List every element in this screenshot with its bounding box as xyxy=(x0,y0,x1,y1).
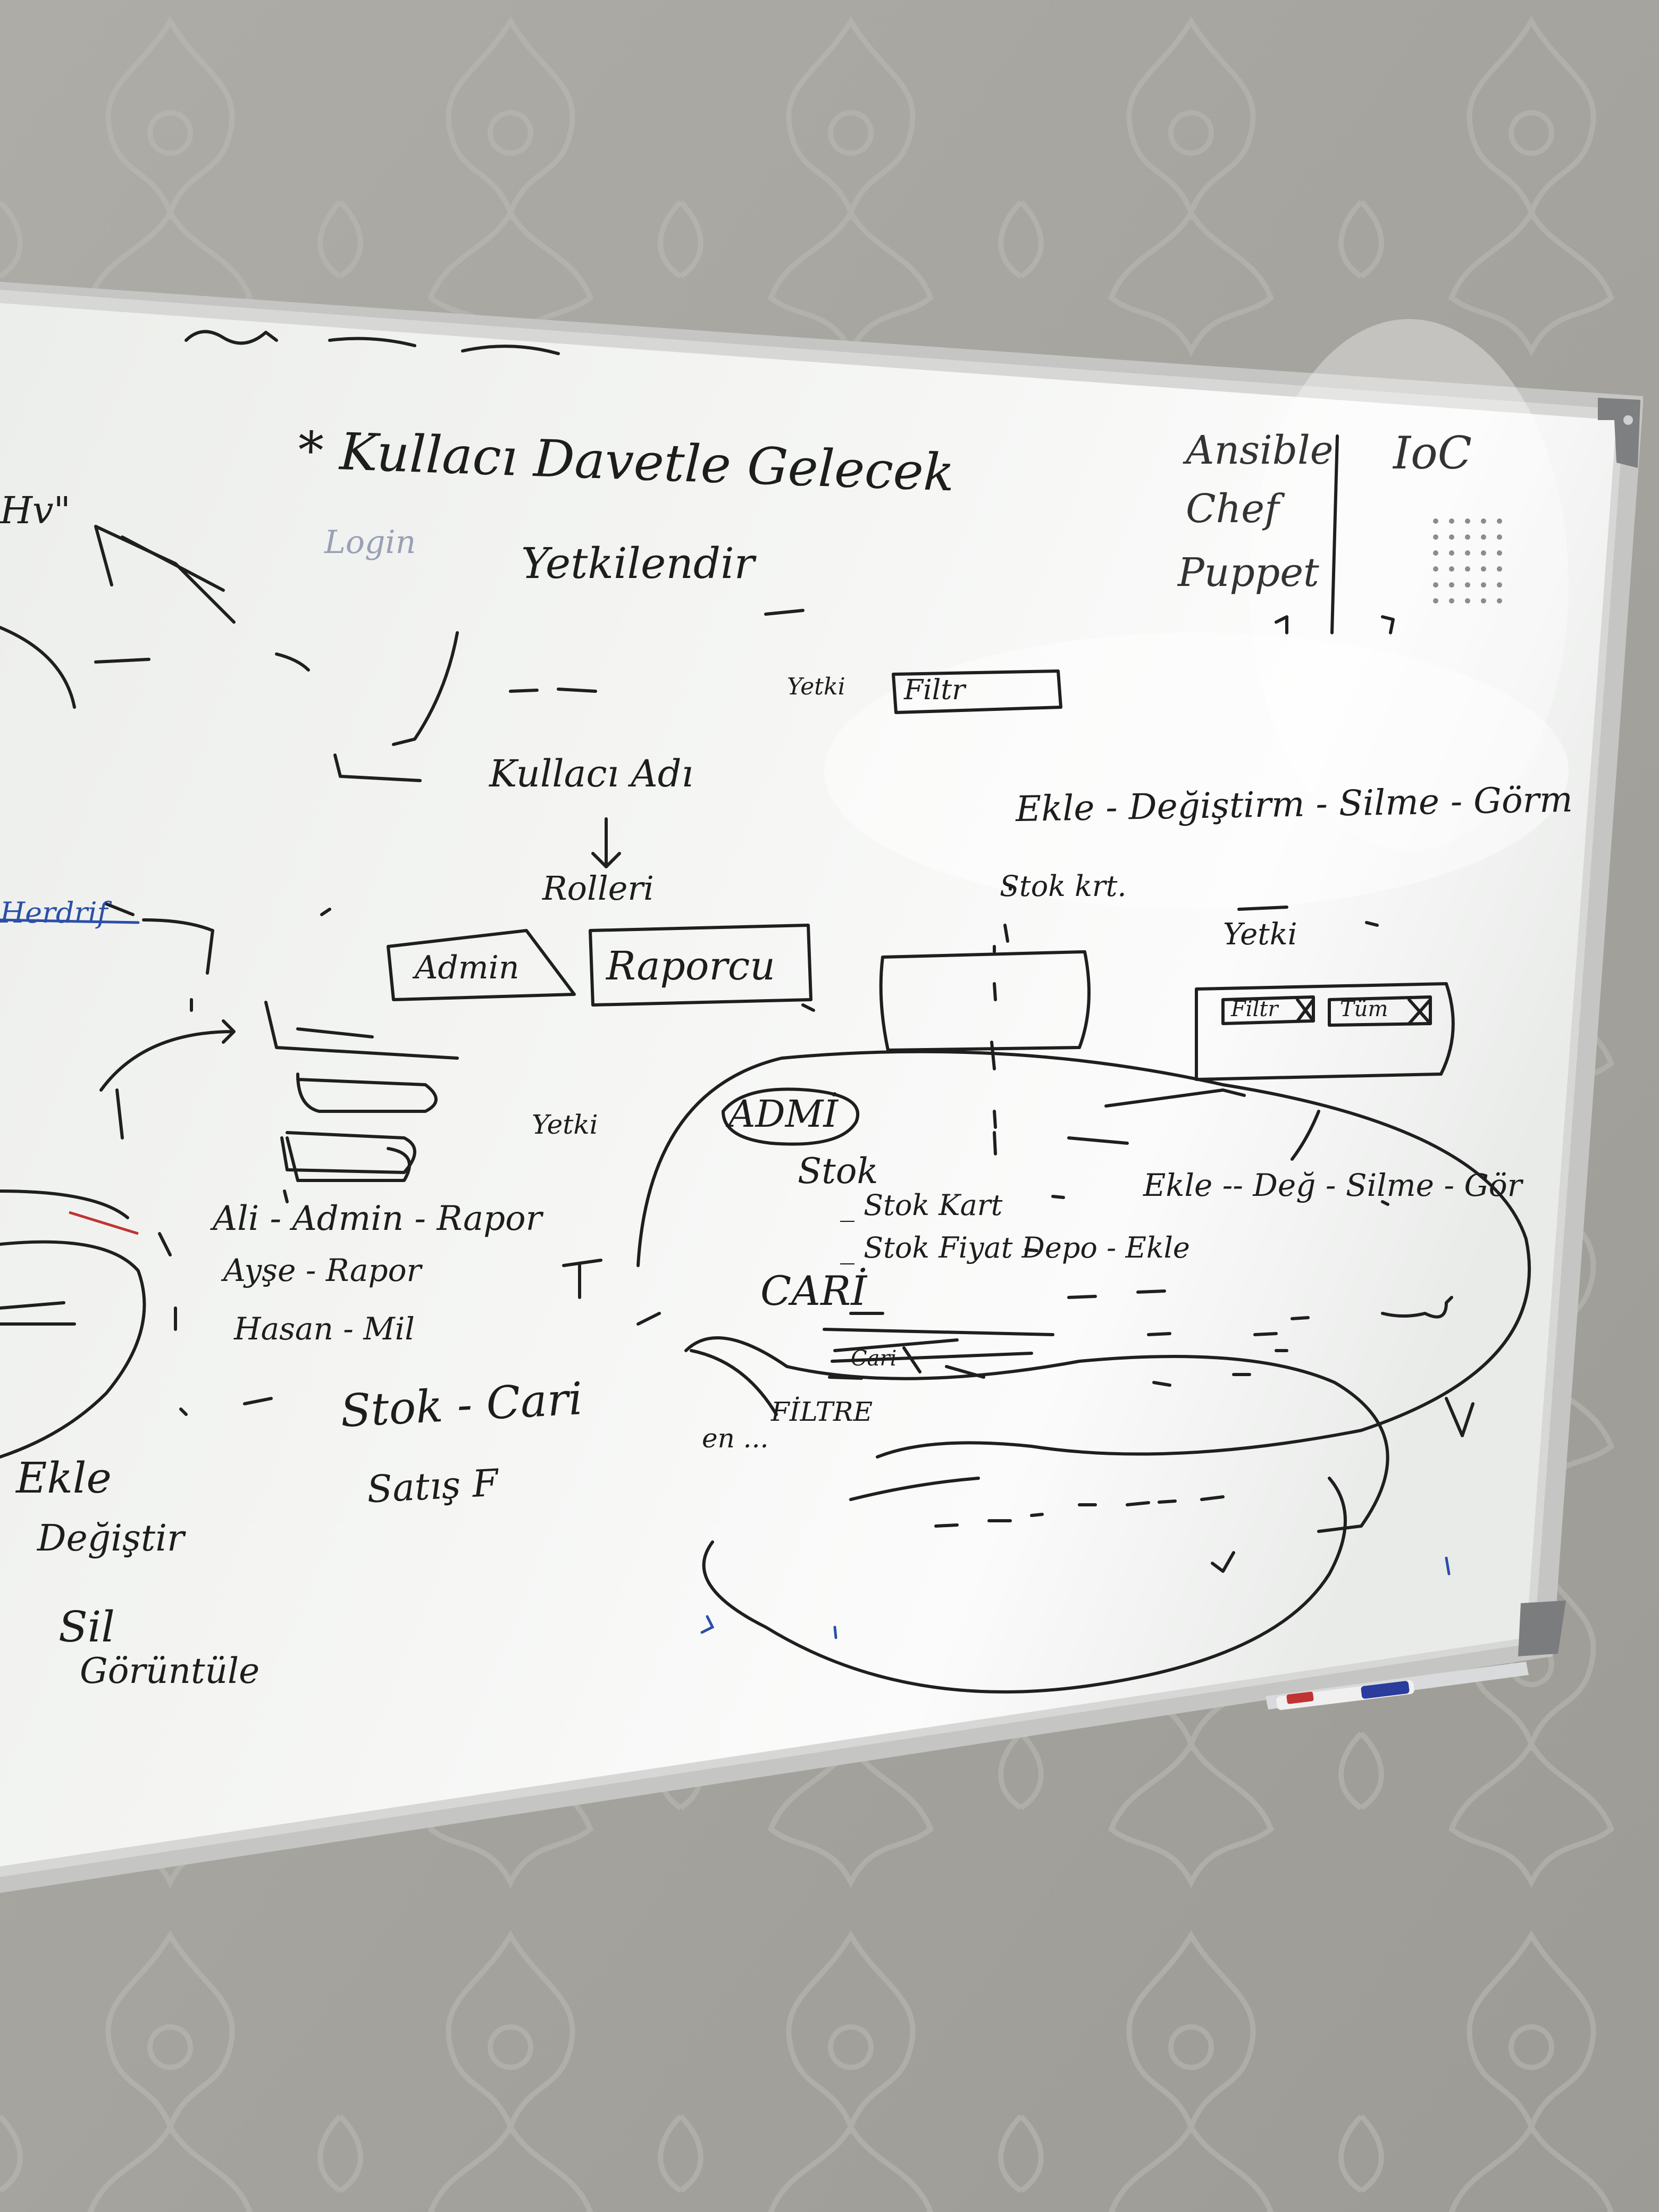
frame-corner-cap xyxy=(1518,1601,1566,1656)
stok-kart-text: _ Stok Kart xyxy=(840,1188,1003,1222)
cari-line-text: Cari xyxy=(851,1346,897,1371)
yetki-label-top: Yetki xyxy=(787,673,845,700)
stok-fiyat-text: _ Stok Fiyat Depo - Ekle xyxy=(840,1231,1190,1264)
admin-circle-text: ADMİ xyxy=(728,1092,839,1136)
left-blue-text: Herdrif xyxy=(0,896,108,929)
role-line-1: Ali - Admin - Rapor xyxy=(213,1199,542,1238)
actions-line-text: Ekle - Değiştirm - Silme - Görm xyxy=(1015,778,1573,830)
left-list-goruntule: Görüntüle xyxy=(80,1650,260,1691)
left-list-degistir: Değiştir xyxy=(37,1518,185,1560)
admin-box-label: Admin xyxy=(415,949,520,986)
yetki-right-text: Yetki xyxy=(1223,917,1297,952)
tool-ansible: Ansible xyxy=(1186,428,1334,473)
en-line-text: en ... xyxy=(702,1423,769,1454)
tum-tag-label: Tüm xyxy=(1340,997,1388,1021)
whiteboard-marker xyxy=(1276,1680,1414,1710)
ioc-dot-grid xyxy=(1433,518,1502,604)
yetki-mid-text: Yetki xyxy=(532,1109,598,1140)
stok-kriteri-text: Stok krt. xyxy=(1000,869,1127,903)
raporcu-box-label: Raporcu xyxy=(606,943,775,989)
login-text: Login xyxy=(324,524,416,561)
role-line-2: Ayşe - Rapor xyxy=(223,1252,422,1288)
left-list-sil: Sil xyxy=(58,1602,115,1652)
filtre-text: FİLTRE xyxy=(771,1396,873,1427)
kullanici-adi-text: Kullacı Adı xyxy=(489,752,693,795)
ekle-right-text: Ekle -- Değ - Silme - Gör xyxy=(1143,1167,1522,1203)
satis-f-text: Satış F xyxy=(366,1461,499,1512)
yetkilendir-text: Yetkilendir xyxy=(521,539,755,588)
filter-box-label: Filtr xyxy=(904,674,966,706)
stok-heading-text: Stok xyxy=(798,1151,878,1192)
cari-text: CARİ xyxy=(760,1267,867,1314)
tool-puppet: Puppet xyxy=(1178,550,1319,596)
stok-cari-text: Stok - Cari xyxy=(339,1372,584,1437)
left-list-ekle: Ekle xyxy=(16,1453,112,1503)
frame-corner-cap xyxy=(1598,398,1640,468)
rolleri-text: Rolleri xyxy=(542,869,654,908)
ioc-text: IoC xyxy=(1393,427,1472,479)
whiteboard-surface xyxy=(0,303,1616,1866)
tool-chef: Chef xyxy=(1186,486,1279,532)
role-line-3: Hasan - Mil xyxy=(234,1311,415,1347)
filtre-tag-label: Filtr xyxy=(1231,997,1278,1021)
left-fragment-text: Hv" xyxy=(0,489,71,532)
